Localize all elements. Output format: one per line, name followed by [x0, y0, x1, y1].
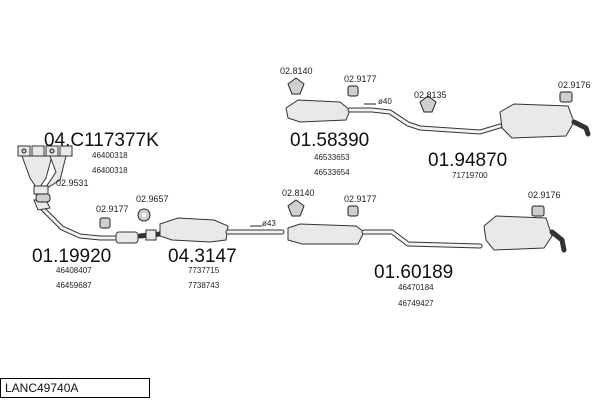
catalyst-ref-2: 7738743: [188, 281, 220, 290]
manifold-ref-1: 46400318: [92, 151, 128, 160]
lower-rear-ref-2: 46749427: [398, 299, 434, 308]
diameter-label-40: ø40: [378, 97, 392, 106]
hardware-code-5: 02.9177: [344, 74, 377, 84]
front-pipe-code: 01.19920: [32, 246, 111, 267]
upper-rear-ref-1: 71719700: [452, 171, 488, 180]
rubber-mount-icon: [287, 77, 305, 95]
upper-mid-ref-1: 46533653: [314, 153, 350, 162]
catalyst-code: 04.3147: [168, 246, 237, 267]
lower-rear-silencer-part: [483, 215, 567, 253]
lower-rear-code: 01.60189: [374, 262, 453, 283]
hardware-code-7: 02.8140: [282, 188, 315, 198]
clamp-icon: [35, 193, 51, 203]
exhaust-manifold-part: [17, 145, 73, 195]
clamp-icon: [347, 85, 359, 97]
rubber-mount-icon: [287, 199, 305, 217]
diagram-reference-box: LANC49740A: [0, 378, 150, 398]
hardware-code-4: 02.8140: [280, 66, 313, 76]
hardware-code-1: 02.9531: [56, 178, 89, 188]
clamp-icon: [559, 91, 573, 103]
catalyst-part: [137, 217, 285, 243]
hardware-code-2: 02.9177: [96, 204, 129, 214]
catalyst-ref-1: 7737715: [188, 266, 220, 275]
hardware-code-8: 02.9177: [344, 194, 377, 204]
clamp-icon: [99, 217, 111, 229]
upper-rear-code: 01.94870: [428, 150, 507, 171]
lower-rear-ref-1: 46470184: [398, 283, 434, 292]
hardware-code-10: 02.9176: [528, 190, 561, 200]
clamp-icon: [347, 205, 359, 217]
gasket-icon: [137, 208, 151, 222]
clamp-icon: [531, 205, 545, 217]
front-pipe-ref-1: 46408407: [56, 266, 92, 275]
upper-mid-code: 01.58390: [290, 130, 369, 151]
manifold-ref-2: 46400318: [92, 166, 128, 175]
diagram-reference-label: LANC49740A: [5, 381, 79, 395]
hardware-code-3: 02.9657: [136, 194, 169, 204]
upper-mid-ref-2: 46533654: [314, 168, 350, 177]
lower-mid-silencer-part: [287, 223, 483, 249]
manifold-code: 04.C117377K: [44, 130, 159, 151]
front-pipe-ref-2: 46459687: [56, 281, 92, 290]
upper-rear-silencer-part: [499, 103, 591, 139]
upper-mid-silencer-part: [285, 99, 503, 135]
diameter-label-43: ø43: [262, 219, 276, 228]
hardware-code-9: 02.8135: [414, 90, 447, 100]
hardware-code-6: 02.9176: [558, 80, 591, 90]
rubber-mount-icon: [419, 95, 437, 113]
